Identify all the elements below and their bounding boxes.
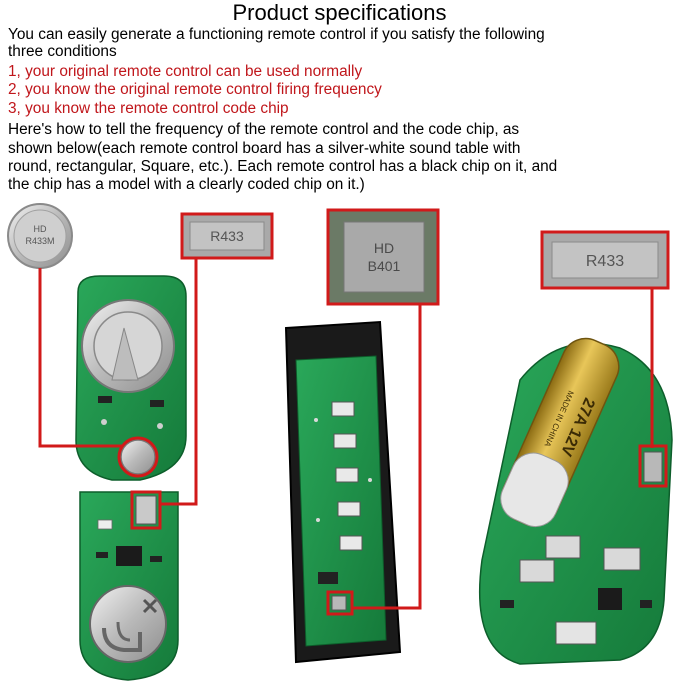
round-chip-text-2: R433M xyxy=(25,236,54,246)
intro-line-1: You can easily generate a functioning re… xyxy=(8,26,545,43)
round-chip-on-board xyxy=(120,439,156,475)
explanation-line-2: shown below(each remote control board ha… xyxy=(8,140,521,157)
intro-line-2: three conditions xyxy=(8,43,117,60)
square-chip-text-2: B401 xyxy=(368,258,401,274)
explanation-line-4: the chip has a model with a clearly code… xyxy=(8,176,365,193)
square-chip-callout: HD B401 xyxy=(326,208,440,616)
left-bottom-board xyxy=(79,491,179,681)
condition-1: 1, your original remote control can be u… xyxy=(8,63,363,80)
rect-chip-1-text: R433 xyxy=(210,228,244,244)
rect-chip-2-callout: R433 xyxy=(540,230,670,488)
square-chip-on-board xyxy=(331,595,347,611)
rect-chip-on-board-1 xyxy=(135,495,157,525)
page-title: Product specifications xyxy=(232,0,447,25)
left-top-board xyxy=(75,275,187,481)
condition-3: 3, you know the remote control code chip xyxy=(8,100,289,117)
battery-27a: 27A 12V MADE IN CHINA xyxy=(500,337,620,528)
explanation-line-3: round, rectangular, Square, etc.). Each … xyxy=(8,158,558,175)
rect-chip-1-callout: R433 xyxy=(130,212,274,530)
rect-chip-2-text: R433 xyxy=(586,253,624,270)
condition-2: 2, you know the original remote control … xyxy=(8,81,382,98)
square-chip-text-1: HD xyxy=(374,240,394,256)
round-chip-text-1: HD xyxy=(34,224,47,234)
middle-remote xyxy=(284,320,402,664)
rect-chip-on-board-2 xyxy=(643,451,663,483)
right-board: 27A 12V MADE IN CHINA xyxy=(478,337,673,665)
round-chip-callout: HD R433M xyxy=(7,203,159,478)
explanation-line-1: Here's how to tell the frequency of the … xyxy=(8,121,520,138)
